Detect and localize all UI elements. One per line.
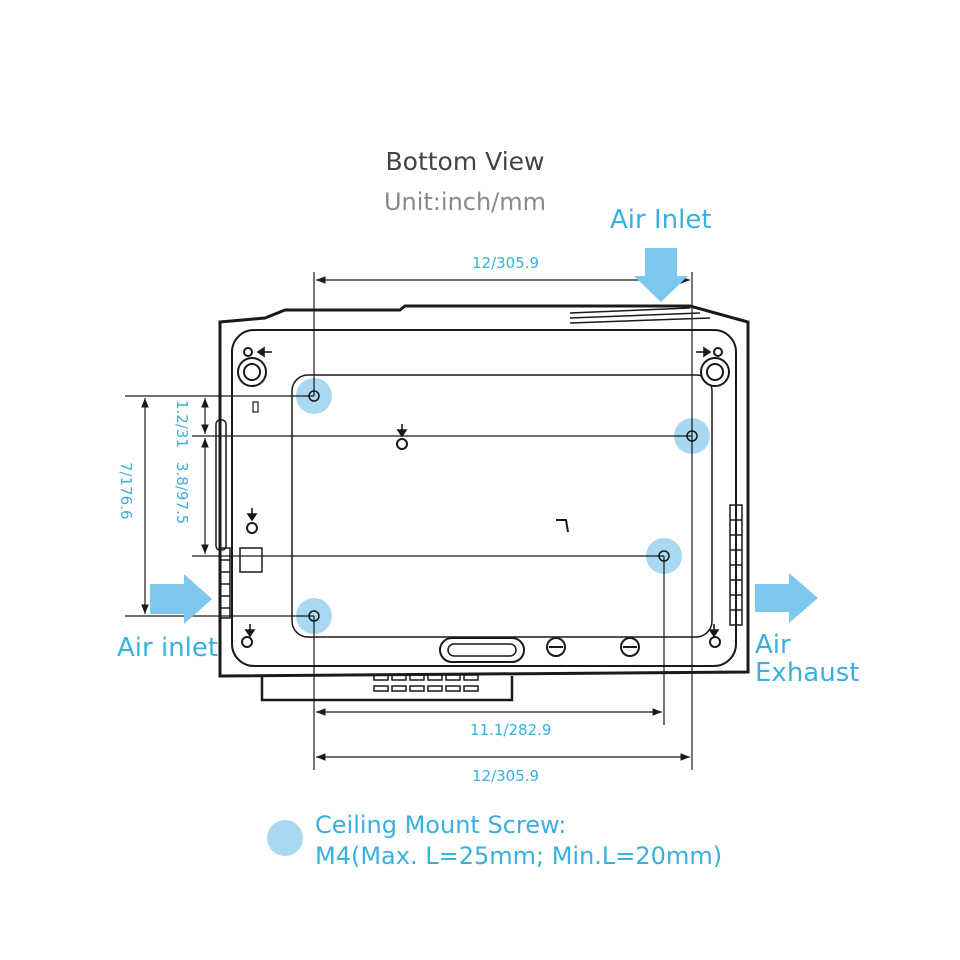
adjustable-feet (237, 347, 730, 657)
air-inlet-left-arrow (150, 574, 212, 624)
legend-line1: Ceiling Mount Screw: (315, 811, 567, 839)
direction-marks (244, 346, 720, 638)
dim-offset-small: 1.2/31 (173, 400, 191, 448)
air-inlet-left-label: Air inlet (117, 633, 219, 663)
dim-height-total: 7/176.6 (117, 462, 135, 520)
legend-line2: M4(Max. L=25mm; Min.L=20mm) (315, 842, 723, 870)
dim-hole-spacing: 11.1/282.9 (470, 721, 552, 739)
dim-offset-mid: 3.8/97.5 (173, 462, 191, 525)
dim-bottom-width: 12/305.9 (472, 767, 540, 785)
top-vent (569, 307, 711, 324)
page-title: Bottom View (385, 147, 545, 176)
legend-screw-dot (267, 820, 303, 856)
unit-label: Unit:inch/mm (383, 188, 547, 216)
bottom-vent (373, 674, 479, 692)
dim-top-width: 12/305.9 (472, 254, 540, 272)
air-inlet-top-label: Air Inlet (610, 205, 712, 235)
dimension-lines (125, 272, 693, 770)
air-exhaust-label-line2: Exhaust (755, 658, 860, 688)
ceiling-mount-screws (296, 378, 710, 634)
air-exhaust-label-line1: Air (755, 630, 791, 660)
air-exhaust-arrow (755, 573, 818, 623)
air-inlet-top-arrow (634, 248, 688, 302)
right-vent (729, 504, 743, 626)
projector-body (215, 304, 750, 702)
